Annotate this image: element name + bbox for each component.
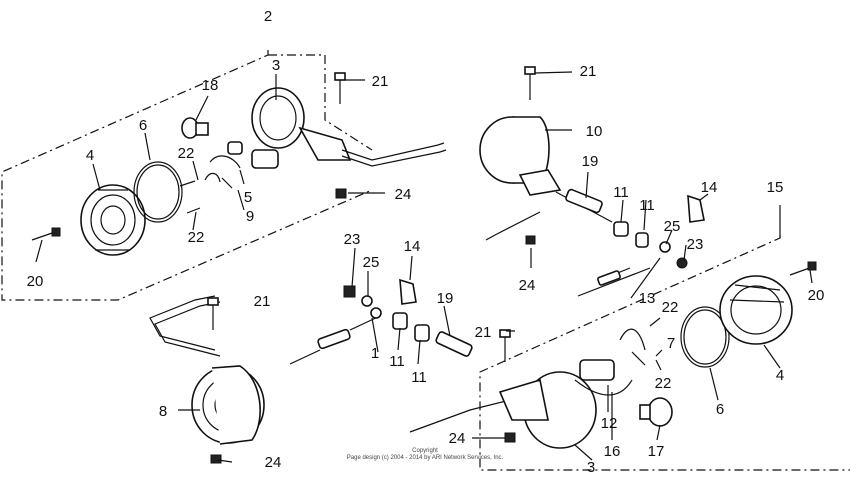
turn-signal-rear-left [149, 295, 265, 464]
turn-signal-front-right [479, 66, 705, 269]
callout-4: 4 [86, 147, 94, 164]
callout-24: 24 [265, 454, 282, 471]
callout-22: 22 [178, 145, 195, 162]
group-outline-front-left [1, 50, 373, 301]
callout-22: 22 [662, 299, 679, 316]
callout-20: 20 [27, 273, 44, 290]
callout-7: 7 [667, 335, 675, 352]
callout-11: 11 [613, 184, 629, 201]
callout-6: 6 [139, 117, 147, 134]
callout-6: 6 [716, 401, 724, 418]
callout-21: 21 [254, 293, 271, 310]
callout-9: 9 [246, 208, 254, 225]
callout-21: 21 [372, 73, 389, 90]
copyright-label: Copyright [412, 448, 438, 454]
callout-12: 12 [601, 415, 618, 432]
callout-3: 3 [272, 57, 280, 74]
callout-14: 14 [701, 179, 718, 196]
callout-1: 1 [371, 345, 379, 362]
callout-11: 11 [639, 197, 655, 214]
leader-lines [35, 71, 813, 463]
callout-19: 19 [437, 290, 454, 307]
turn-signal-rear-right [409, 261, 817, 449]
callout-24: 24 [395, 186, 412, 203]
callout-4: 4 [776, 367, 784, 384]
callout-3: 3 [587, 459, 595, 476]
callout-10: 10 [586, 123, 603, 140]
callout-20: 20 [808, 287, 825, 304]
callout-22: 22 [188, 229, 205, 246]
callout-5: 5 [244, 189, 252, 206]
callout-17: 17 [648, 443, 665, 460]
callout-21: 21 [580, 63, 597, 80]
callout-22: 22 [655, 375, 672, 392]
callout-25: 25 [363, 254, 380, 271]
mid-parts [289, 278, 511, 365]
callout-14: 14 [404, 238, 421, 255]
callout-15: 15 [767, 179, 784, 196]
callout-23: 23 [687, 236, 704, 253]
callout-21: 21 [475, 324, 492, 341]
callout-8: 8 [159, 403, 167, 420]
copyright-notice: Page design (c) 2004 - 2014 by ARI Netwo… [347, 455, 504, 461]
callout-19: 19 [582, 153, 599, 170]
callout-18: 18 [202, 77, 219, 94]
turn-signal-front-left [31, 72, 447, 256]
callout-16: 16 [604, 443, 621, 460]
callout-11: 11 [389, 353, 405, 370]
callout-13: 13 [639, 290, 656, 307]
callouts: 2 3 18 6 4 22 22 5 9 20 21 24 21 10 19 1… [27, 8, 825, 476]
callout-2: 2 [264, 8, 272, 25]
callout-23: 23 [344, 231, 361, 248]
callout-25: 25 [664, 218, 681, 235]
callout-24: 24 [449, 430, 466, 447]
callout-11: 11 [411, 369, 427, 386]
callout-24: 24 [519, 277, 536, 294]
